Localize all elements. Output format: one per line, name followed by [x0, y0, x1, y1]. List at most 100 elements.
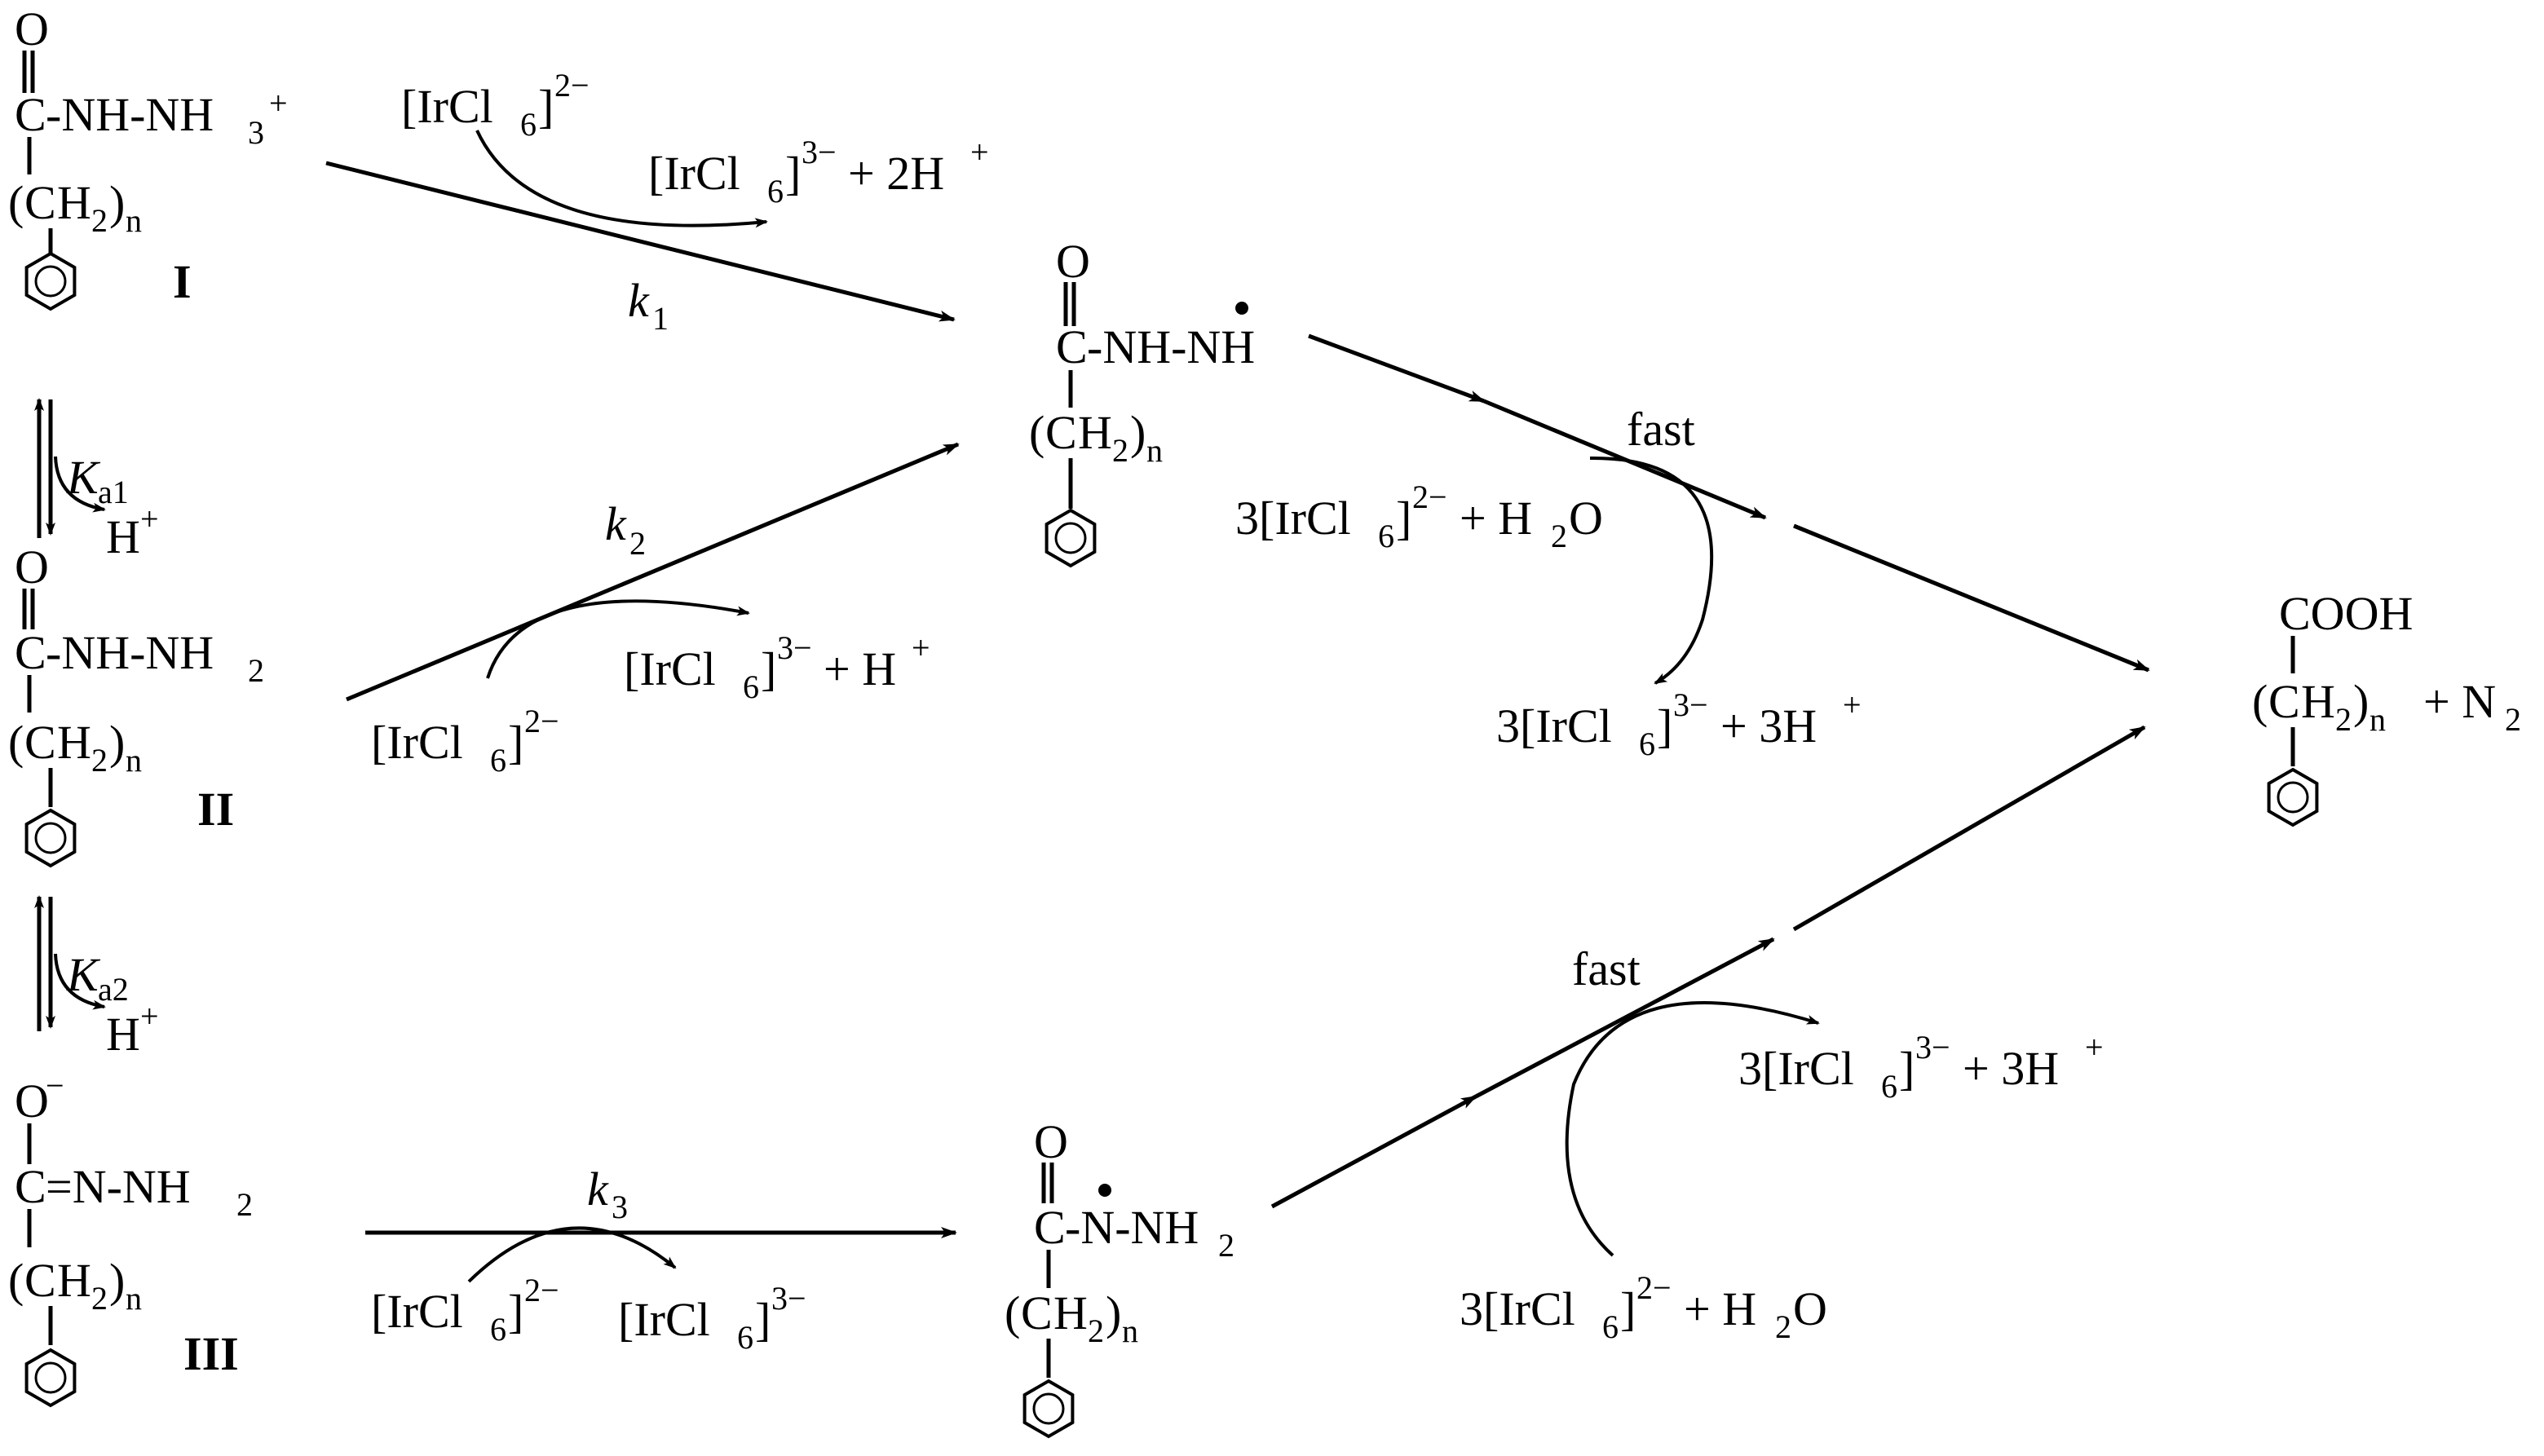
svg-text:[IrCl: [IrCl [648, 147, 740, 200]
pathway-k3: k 3 [IrCl 6 ] 2− [IrCl 6 ] 3− [365, 1163, 957, 1356]
product: COOH ( C H 2 ) n + N 2 [2252, 587, 2521, 827]
species-I: O C -NH-NH 3 + ( C H 2 ) n I [8, 2, 288, 311]
k2-symbol: k [605, 497, 627, 550]
svg-text:3: 3 [1738, 1042, 1762, 1095]
k1-symbol: k [628, 274, 650, 327]
species-III-label: III [183, 1327, 239, 1380]
svg-text:]: ] [508, 1285, 523, 1338]
svg-text:3: 3 [1460, 1282, 1483, 1335]
species-I-oxygen: O [15, 2, 49, 55]
product-chain-close: ) [2353, 675, 2369, 728]
radical-upper-carbon: C [1056, 320, 1088, 373]
svg-text:+: + [970, 134, 989, 170]
species-II-chain-carbon: C [24, 716, 56, 769]
svg-text:+ 2H: + 2H [848, 147, 944, 200]
species-II: O C -NH-NH 2 ( C H 2 ) n II [8, 540, 264, 867]
svg-text:]: ] [1396, 492, 1411, 545]
svg-text:+ 3H: + 3H [1963, 1042, 2059, 1095]
svg-text:6: 6 [1378, 518, 1394, 554]
radical-lower-chain-close: ) [1106, 1286, 1121, 1339]
pathway-k1: [IrCl 6 ] 2− [IrCl 6 ] 3− + 2H + k 1 [325, 67, 989, 337]
k2-electron-arrow [486, 599, 750, 679]
k1-products: [IrCl 6 ] 3− + 2H + [648, 134, 989, 210]
svg-text:[IrCl: [IrCl [371, 716, 463, 769]
svg-text:6: 6 [743, 668, 759, 705]
species-III-benzene-icon [24, 1348, 77, 1407]
svg-text:[IrCl: [IrCl [1762, 1042, 1854, 1095]
species-II-chain-h: H [57, 716, 91, 769]
Ka2-proton-charge: + [140, 998, 159, 1035]
svg-text:6: 6 [1639, 726, 1655, 762]
species-III-enolate-group: =N-NH [46, 1160, 191, 1213]
svg-text:O: O [1569, 492, 1603, 545]
svg-text:3−: 3− [771, 1280, 806, 1317]
species-III-chain-n: n [126, 1280, 142, 1317]
Ka1-subscript: a1 [98, 474, 129, 510]
svg-text:]: ] [755, 1293, 771, 1346]
svg-text:[IrCl: [IrCl [401, 80, 493, 133]
svg-text:]: ] [1657, 699, 1672, 752]
k1-subscript: 1 [652, 300, 669, 337]
species-I-chain-sub2: 2 [91, 202, 108, 239]
svg-text:2−: 2− [1412, 479, 1447, 515]
fast-upper-electron-arrow [1589, 456, 1714, 685]
species-II-chain-close: ) [109, 716, 125, 769]
product-cooh: COOH [2279, 587, 2413, 640]
species-III-carbon: C [15, 1160, 46, 1213]
svg-text:[IrCl: [IrCl [624, 642, 716, 695]
product-chain-h: H [2301, 675, 2335, 728]
svg-text:]: ] [508, 716, 523, 769]
svg-text:2−: 2− [524, 703, 559, 739]
species-III-oxygen-charge: − [46, 1067, 64, 1104]
radical-upper-chain-sub2: 2 [1112, 432, 1128, 469]
species-I-chain-open: ( [8, 176, 24, 229]
species-II-label: II [197, 783, 234, 836]
k3-electron-arrow [467, 1226, 677, 1283]
Ka1-proton: H [106, 510, 140, 563]
svg-text:+ H: + H [1684, 1282, 1756, 1335]
product-chain-open: ( [2252, 675, 2268, 728]
species-II-chain-n: n [126, 742, 142, 779]
svg-text:3−: 3− [802, 134, 837, 170]
fast-lower-label: fast [1572, 942, 1641, 995]
radical-lower-chain-n: n [1122, 1313, 1138, 1349]
equilibrium-Ka1: K a1 H + [34, 398, 159, 563]
species-III-chain-sub2: 2 [91, 1280, 108, 1317]
svg-text:O: O [1793, 1282, 1827, 1335]
fast-step-upper: fast 3 [IrCl 6 ] 2− + H 2 O 3 [IrCl 6 ] … [1235, 333, 2150, 762]
species-III-subscript: 2 [236, 1186, 253, 1223]
radical-lower-oxygen: O [1034, 1115, 1068, 1168]
species-II-chain-open: ( [8, 716, 24, 769]
svg-text:6: 6 [767, 173, 784, 210]
k3-reagent-iriv: [IrCl 6 ] 2− [371, 1272, 559, 1348]
radical-upper-benzene-icon [1045, 509, 1097, 567]
pathway-k2: k 2 [IrCl 6 ] 2− [IrCl 6 ] 3− + H + [346, 442, 960, 779]
svg-text:+: + [2085, 1029, 2104, 1066]
svg-text:6: 6 [490, 1311, 506, 1348]
svg-text:[IrCl: [IrCl [1259, 492, 1351, 545]
species-I-carbon: C [15, 88, 46, 141]
k3-symbol: k [587, 1163, 609, 1216]
k2-subscript: 2 [629, 525, 646, 562]
k2-arrow [346, 442, 960, 702]
k1-arrow [325, 161, 956, 322]
species-I-benzene-icon [24, 252, 77, 311]
svg-text:2−: 2− [1636, 1269, 1672, 1306]
k3-subscript: 3 [612, 1189, 628, 1225]
fast-lower-reagents: 3 [IrCl 6 ] 2− + H 2 O [1460, 1269, 1827, 1345]
svg-text:[IrCl: [IrCl [1520, 699, 1612, 752]
species-II-benzene-icon [24, 809, 77, 867]
radical-upper-chain-h: H [1078, 406, 1112, 459]
svg-text:2: 2 [1551, 518, 1567, 554]
species-II-oxygen: O [15, 540, 49, 593]
Ka2-subscript: a2 [98, 971, 129, 1008]
product-chain-sub2: 2 [2335, 701, 2352, 738]
radical-lower-subscript: 2 [1218, 1227, 1234, 1264]
fast-lower-products: 3 [IrCl 6 ] 3− + 3H + [1738, 1029, 2104, 1105]
svg-text:[IrCl: [IrCl [618, 1293, 710, 1346]
svg-text:3−: 3− [1673, 686, 1708, 723]
radical-upper-chain-n: n [1146, 432, 1163, 469]
product-benzene-icon [2267, 768, 2319, 827]
radical-lower-dot [1098, 1184, 1111, 1197]
radical-lower-chain-carbon: C [1021, 1286, 1053, 1339]
